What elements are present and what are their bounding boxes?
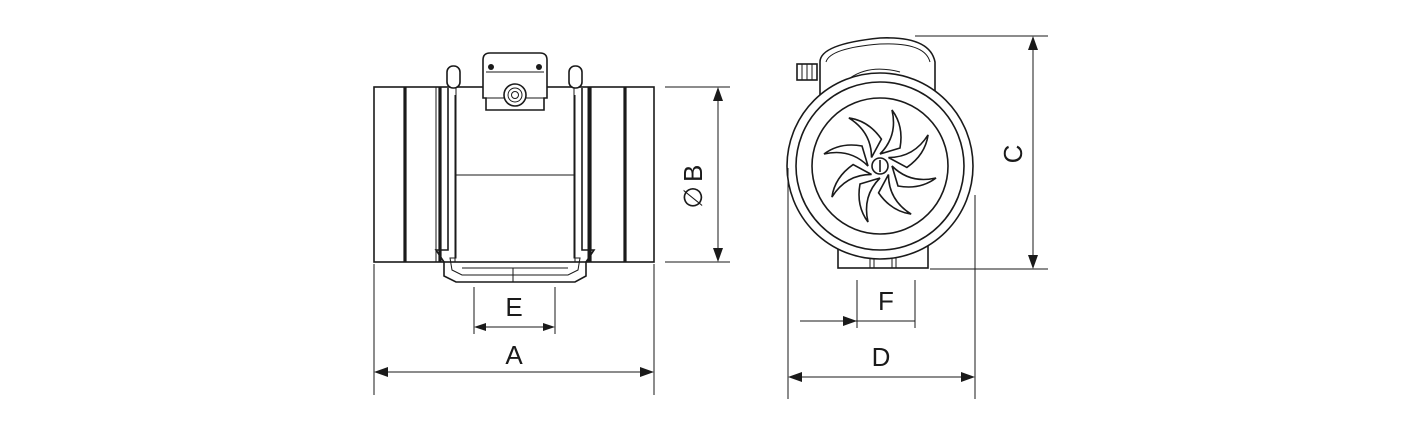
side-view: E A ∅ B	[373, 52, 730, 395]
bracket-post-right	[568, 65, 583, 89]
terminal-box	[482, 52, 548, 111]
impeller-icon	[823, 109, 937, 223]
cable-gland-icon	[503, 83, 527, 107]
dimension-f-label: F	[878, 286, 894, 316]
dimension-a-label: A	[505, 340, 523, 370]
dimension-b-label: B	[678, 165, 708, 182]
front-view: C F D	[786, 35, 1048, 399]
dimension-c-label: C	[998, 145, 1028, 164]
dimension-d-label: D	[872, 342, 891, 372]
dimension-e-label: E	[505, 292, 522, 322]
diameter-symbol: ∅	[678, 186, 708, 209]
bracket-post-left	[446, 65, 461, 89]
